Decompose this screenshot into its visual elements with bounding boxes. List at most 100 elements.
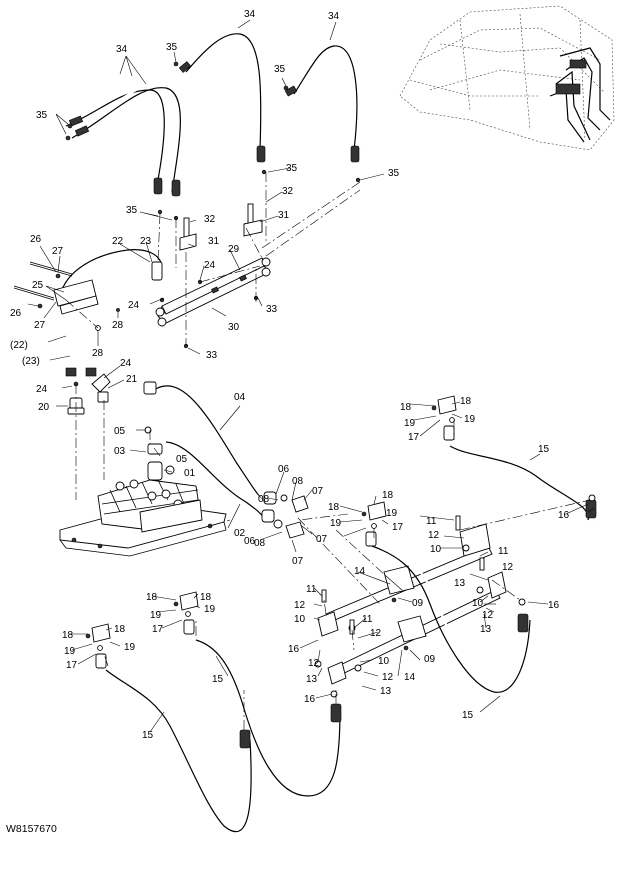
callout-16: 16 [288,644,300,655]
hose-15-right-upper [449,438,597,582]
callout-23: 23 [140,236,152,247]
callout-31: 31 [208,236,220,247]
callout-24: 24 [120,358,132,369]
callout-26: 26 [10,308,22,319]
callout-12: 12 [482,610,494,621]
swivel-fittings-17-18-19 [85,395,596,698]
bolts-26-27-28 [13,261,120,331]
callout-32: 32 [282,186,294,197]
callout-16: 16 [558,510,570,521]
callout-18: 18 [200,592,212,603]
callout-13: 13 [380,686,392,697]
callout-22: 22 [112,236,124,247]
bracket-bars-14 [317,515,507,685]
callout-23-paren: (23) [22,356,40,367]
callout-19: 19 [150,610,162,621]
callout-02: 02 [234,528,246,539]
callout-34: 34 [244,9,256,20]
callout-11: 11 [362,614,373,625]
callout-10: 10 [430,544,442,555]
callout-18: 18 [400,402,412,413]
callout-labels: 34 34 34 35 35 35 35 35 35 32 32 31 31 2… [10,9,570,741]
callout-07: 07 [316,534,328,545]
callout-12: 12 [428,530,440,541]
callout-32: 32 [204,214,216,225]
callout-17: 17 [408,432,420,443]
callout-08: 08 [292,476,304,487]
callout-18: 18 [146,592,158,603]
hose-15-left-lower [105,663,252,833]
callout-16: 16 [304,694,316,705]
hose-34-left-pair [65,80,187,197]
callout-33: 33 [266,304,278,315]
callout-28: 28 [112,320,124,331]
callout-29: 29 [228,244,240,255]
callout-33: 33 [206,350,218,361]
callout-11: 11 [306,584,317,595]
callout-12: 12 [294,600,306,611]
alignment-lines [65,172,591,730]
callout-08: 08 [254,538,266,549]
leader-lines [27,19,595,733]
callout-13: 13 [454,578,466,589]
callout-08: 08 [258,494,270,505]
callout-35: 35 [274,64,286,75]
callout-21: 21 [126,374,138,385]
hose-15-center-lower [195,632,342,797]
callout-30: 30 [228,322,240,333]
callout-18: 18 [460,396,472,407]
callout-03: 03 [114,446,126,457]
callout-13: 13 [306,674,318,685]
callout-12: 12 [382,672,394,683]
callout-18: 18 [62,630,74,641]
callout-19: 19 [64,646,76,657]
callout-22-paren: (22) [10,340,28,351]
callout-27: 27 [34,320,46,331]
callout-35: 35 [388,168,400,179]
callout-19: 19 [204,604,216,615]
callout-10: 10 [294,614,306,625]
callout-10: 10 [378,656,390,667]
callout-09: 09 [424,654,436,665]
callout-17: 17 [66,660,78,671]
callout-15: 15 [212,674,224,685]
fittings-35-32-31 [65,61,361,251]
hose-34-middle [178,26,268,163]
callout-26: 26 [30,234,42,245]
machine-locator-inset [399,5,615,151]
callout-12: 12 [308,658,320,669]
callout-10: 10 [472,598,484,609]
callout-07: 07 [312,486,324,497]
control-valve-assembly [59,443,227,557]
callout-05: 05 [176,454,188,465]
callout-19: 19 [124,642,136,653]
callout-34: 34 [328,11,340,22]
figure-code: W8157670 [6,823,57,835]
hose-15-right-lower [371,538,531,693]
callout-18: 18 [382,490,394,501]
callout-25: 25 [32,280,44,291]
callout-11: 11 [426,516,437,527]
callout-24: 24 [204,260,216,271]
hoses-02-04 [143,374,309,539]
callout-12: 12 [370,628,382,639]
callout-07: 07 [292,556,304,567]
callout-14: 14 [354,566,366,577]
callout-19: 19 [404,418,416,429]
callout-01: 01 [184,468,196,479]
callout-27: 27 [52,246,64,257]
callout-15: 15 [538,444,550,455]
hose-22-23-left [53,249,163,377]
callout-35: 35 [286,163,298,174]
callout-28: 28 [92,348,104,359]
callout-31: 31 [278,210,290,221]
hose-34-right [284,38,364,163]
callout-19: 19 [330,518,342,529]
callout-09: 09 [412,598,424,609]
callout-19: 19 [464,414,476,425]
callout-04: 04 [234,392,246,403]
callout-24: 24 [36,384,48,395]
callout-35: 35 [126,205,138,216]
callout-05: 05 [114,426,126,437]
